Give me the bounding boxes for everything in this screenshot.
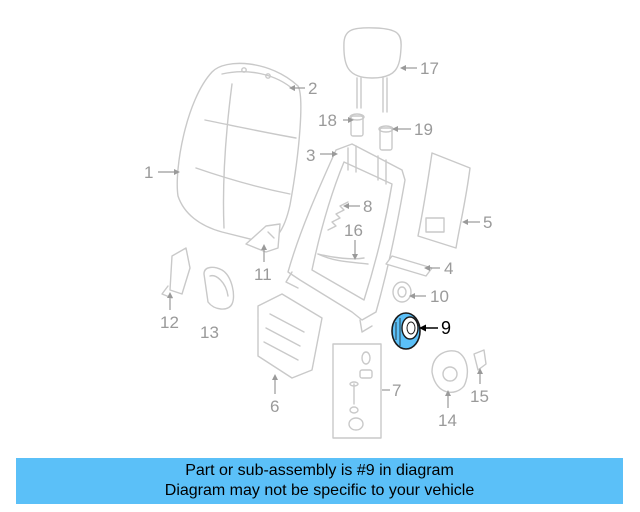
callout-2[interactable]: 2 — [308, 79, 317, 98]
part-3-seat-back-frame[interactable] — [285, 143, 406, 333]
part-9-recliner-knob[interactable] — [391, 312, 421, 350]
callout-8[interactable]: 8 — [363, 197, 372, 216]
part-1-seat-back-cushion[interactable] — [176, 62, 302, 243]
callout-13[interactable]: 13 — [200, 323, 219, 342]
callout-1[interactable]: 1 — [144, 163, 153, 182]
callout-3[interactable]: 3 — [306, 146, 315, 165]
callout-15[interactable]: 15 — [470, 387, 489, 406]
part-11-bracket[interactable] — [245, 223, 281, 253]
callout-17[interactable]: 17 — [420, 59, 439, 78]
part-15-clip[interactable] — [473, 349, 487, 371]
part-4-trim-strip[interactable] — [385, 255, 433, 277]
seat-parts-diagram: 1 2 3 4 5 6 7 8 9 10 11 12 13 14 15 16 1… — [144, 27, 492, 439]
callout-12[interactable]: 12 — [160, 313, 179, 332]
part-8-spring[interactable] — [327, 201, 349, 231]
callout-5[interactable]: 5 — [483, 213, 492, 232]
callout-11[interactable]: 11 — [254, 265, 272, 284]
part-13-cover-plate[interactable] — [203, 266, 235, 310]
callout-19[interactable]: 19 — [414, 120, 433, 139]
banner-line-disclaimer: Diagram may not be specific to your vehi… — [164, 482, 475, 499]
callout-16[interactable]: 16 — [344, 221, 363, 240]
part-16-wire[interactable] — [317, 253, 365, 260]
part-5-back-panel[interactable] — [417, 152, 471, 249]
callout-7[interactable]: 7 — [392, 381, 401, 400]
callout-9-highlighted[interactable]: 9 — [441, 318, 451, 338]
part-6-seat-cushion-pad[interactable] — [257, 293, 323, 379]
banner-line-part-number: Part or sub-assembly is #9 in diagram — [185, 462, 454, 479]
part-14-trim-cover[interactable] — [431, 350, 469, 393]
callout-6[interactable]: 6 — [270, 397, 279, 416]
part-info-banner: Part or sub-assembly is #9 in diagram Di… — [16, 458, 623, 504]
callout-leader-9 — [419, 324, 438, 332]
callout-14[interactable]: 14 — [438, 411, 457, 430]
callout-10[interactable]: 10 — [430, 287, 449, 306]
part-18-headrest-guide[interactable] — [349, 113, 365, 137]
part-19-headrest-guide[interactable] — [378, 125, 394, 151]
part-10-knob[interactable] — [392, 281, 412, 303]
part-7-hardware-kit[interactable] — [332, 343, 382, 439]
part-12-hinge[interactable] — [161, 247, 191, 299]
callout-4[interactable]: 4 — [444, 259, 453, 278]
part-17-headrest[interactable] — [343, 27, 402, 113]
callout-18[interactable]: 18 — [318, 111, 337, 130]
callout-leaders — [158, 65, 483, 408]
